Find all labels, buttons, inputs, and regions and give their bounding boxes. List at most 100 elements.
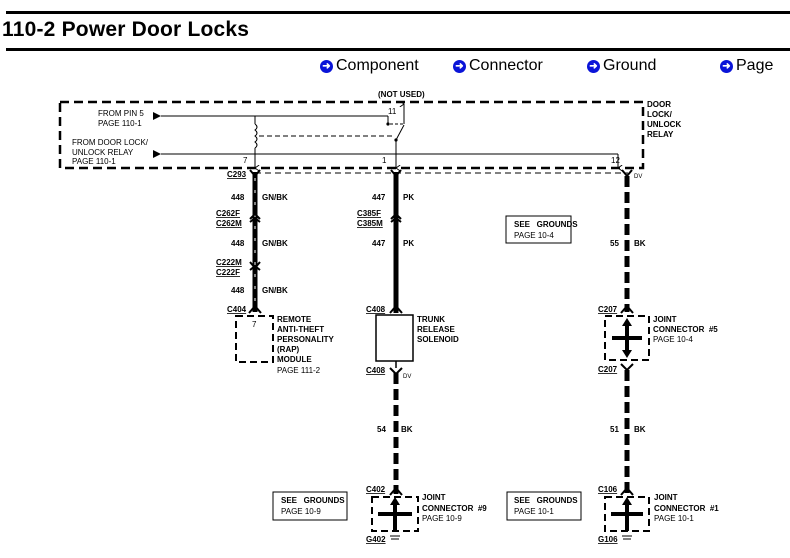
connector-dv2: DV — [634, 174, 642, 180]
connector-c207-top: C207 — [598, 305, 618, 314]
arrow-right-circle-icon: ➜ — [320, 59, 333, 73]
connector-c293: C293 — [227, 170, 247, 179]
c207-top-connector-icon — [620, 304, 634, 314]
wire-54-circuit: 54 — [377, 425, 386, 434]
rap-module-page-link[interactable]: PAGE 111-2 — [277, 366, 321, 375]
see-grounds-page: PAGE 10-4 — [514, 231, 554, 240]
relay-name-line: UNLOCK — [647, 120, 681, 129]
ground-g106: G106 — [598, 535, 618, 544]
see-grounds-page: PAGE 10-1 — [514, 507, 554, 516]
joint-connector-5-box — [604, 315, 650, 361]
c408-top-connector-icon — [389, 304, 403, 314]
connector-c262f: C262F — [216, 209, 240, 218]
c262-connector-icon — [249, 212, 261, 223]
see-grounds-box[interactable]: SEE GROUNDS PAGE 10-1 — [506, 491, 582, 521]
rap-module-label: MODULE — [277, 355, 312, 364]
see-grounds-title: SEE GROUNDS — [514, 496, 578, 505]
nav-connector-label: Connector — [469, 57, 543, 74]
relay-switch-blade — [395, 124, 405, 141]
c207-bottom-connector-icon — [620, 363, 634, 372]
rap-module-label: REMOTE — [277, 315, 312, 324]
relay-pin1-label: 1 — [382, 156, 387, 165]
nav-ground-label: Ground — [603, 57, 657, 74]
joint-connector-5-label: JOINT — [653, 315, 677, 324]
trunk-release-solenoid-box — [375, 314, 414, 362]
wire-447a-color: PK — [403, 193, 414, 202]
arrow-right-circle-icon: ➜ — [453, 59, 466, 73]
see-grounds-title: SEE GROUNDS — [514, 220, 578, 229]
title-underline-rule — [6, 48, 790, 51]
nav-ground-link[interactable]: ➜ Ground — [587, 57, 656, 75]
rap-module-box — [235, 315, 274, 363]
joint-connector-1-label: CONNECTOR #1 — [654, 504, 719, 513]
joint-connector-1-page-link[interactable]: PAGE 10-1 — [654, 514, 694, 523]
trunk-solenoid-label: RELEASE — [417, 325, 455, 334]
nav-page-label: Page — [736, 57, 774, 74]
rap-module-label: ANTI-THEFT — [277, 325, 324, 334]
joint-connector-9-label: JOINT — [422, 493, 446, 502]
see-grounds-box[interactable]: SEE GROUNDS PAGE 10-9 — [272, 491, 348, 521]
input-arrow-icon — [153, 112, 161, 120]
nav-component-label: Component — [336, 57, 419, 74]
relay-not-used-label: (NOT USED) — [378, 90, 425, 99]
wire-448a-color: GN/BK — [262, 193, 288, 202]
wire-447b-circuit: 447 — [372, 239, 386, 248]
input-door-relay-line: FROM DOOR LOCK/ — [72, 138, 149, 147]
nav-component-link[interactable]: ➜ Component — [320, 57, 419, 75]
relay-pin11-label: 11 — [388, 107, 397, 116]
relay-coil — [254, 123, 258, 149]
ground-icon — [390, 535, 400, 540]
connector-c385m: C385M — [357, 219, 383, 228]
c106-connector-icon — [620, 486, 634, 496]
relay-enclosure — [58, 100, 645, 170]
rap-module-label: (RAP) — [277, 345, 300, 354]
c293-connector-icon — [249, 169, 261, 178]
top-rule — [6, 11, 790, 14]
c222-connector-icon — [249, 261, 261, 271]
input-from-pin5-page: PAGE 110-1 — [98, 119, 142, 128]
connector-c207-bottom: C207 — [598, 365, 618, 374]
wire-448b-circuit: 448 — [231, 239, 245, 248]
c402-connector-icon — [389, 486, 403, 496]
input-from-pin5-line: FROM PIN 5 — [98, 109, 144, 118]
connector-c385f: C385F — [357, 209, 381, 218]
relay-pin12-label: 12 — [611, 156, 620, 165]
connector-c408-top: C408 — [366, 305, 386, 314]
input-door-relay-page: PAGE 110-1 — [72, 157, 116, 166]
c404-connector-icon — [248, 304, 262, 314]
connector-c106: C106 — [598, 485, 618, 494]
rap-module-label: PERSONALITY — [277, 335, 335, 344]
connector-dv1: DV — [403, 374, 411, 380]
page-title: 110-2 Power Door Locks — [2, 18, 250, 41]
connector-c404: C404 — [227, 305, 247, 314]
joint-connector-9-page-link[interactable]: PAGE 10-9 — [422, 514, 462, 523]
joint-connector-9-symbol — [378, 497, 412, 531]
input-arrow-icon — [153, 150, 161, 158]
rap-pin-label: 7 — [252, 320, 257, 329]
arrow-right-circle-icon: ➜ — [587, 59, 600, 73]
wire-51-circuit: 51 — [610, 425, 619, 434]
wire-51-color: BK — [634, 425, 646, 434]
joint-connector-9-label: CONNECTOR #9 — [422, 504, 487, 513]
joint-connector-5-page-link[interactable]: PAGE 10-4 — [653, 335, 693, 344]
wire-55-circuit: 55 — [610, 239, 619, 248]
ground-g402: G402 — [366, 535, 386, 544]
relay-nc-contact — [386, 122, 390, 126]
joint-connector-1-label: JOINT — [654, 493, 678, 502]
connector-c402: C402 — [366, 485, 386, 494]
input-door-relay-line: UNLOCK RELAY — [72, 148, 134, 157]
wire-447a-circuit: 447 — [372, 193, 386, 202]
arrow-right-circle-icon: ➜ — [720, 59, 733, 73]
wire-54-color: BK — [401, 425, 413, 434]
wire-55-color: BK — [634, 239, 646, 248]
connector-c262m: C262M — [216, 219, 242, 228]
nav-page-link[interactable]: ➜ Page — [720, 57, 773, 75]
relay-name-line: RELAY — [647, 130, 674, 139]
nav-connector-link[interactable]: ➜ Connector — [453, 57, 543, 75]
c293-connector-icon — [390, 169, 402, 178]
wire-447b-color: PK — [403, 239, 414, 248]
joint-connector-1-symbol — [611, 497, 643, 531]
wire-448c-color: GN/BK — [262, 286, 288, 295]
see-grounds-box[interactable]: SEE GROUNDS PAGE 10-4 — [505, 215, 578, 244]
